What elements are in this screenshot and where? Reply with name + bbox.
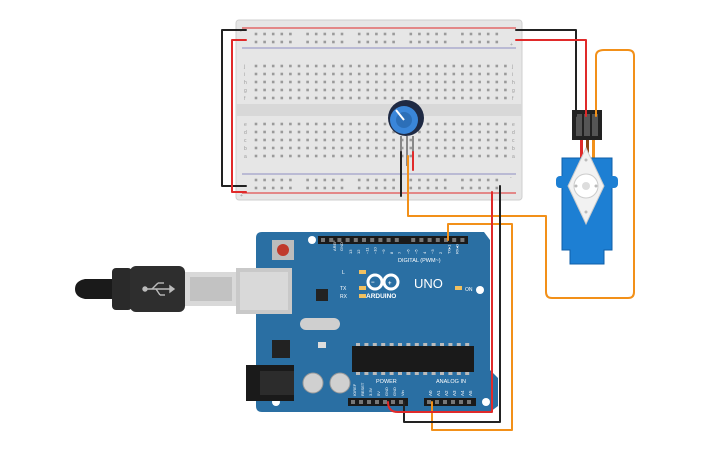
rail-minus-label: - xyxy=(240,29,242,35)
analog-pin-label: A5 xyxy=(468,390,473,396)
analog-pin-label: A3 xyxy=(452,390,457,396)
wires xyxy=(221,29,635,431)
aref-pin-label: AREF xyxy=(332,240,337,251)
analog-pin-label: A2 xyxy=(444,390,449,396)
row-letter: g xyxy=(244,88,247,94)
row-letter: j xyxy=(511,64,513,70)
digital-header-label: DIGITAL (PWM~) xyxy=(398,258,441,264)
rail-plus-label-bottom: + xyxy=(240,193,243,199)
digital-pin-label: 12 xyxy=(356,249,361,254)
logo-minus: − xyxy=(371,280,375,286)
digital-header[interactable] xyxy=(318,236,468,244)
wire-black-rail[interactable] xyxy=(221,29,247,187)
wire-red-rail[interactable] xyxy=(231,39,247,193)
rail-minus-label-bottom: - xyxy=(510,175,512,181)
row-letter: f xyxy=(512,96,514,102)
digital-pin-label: 7 xyxy=(397,251,402,254)
row-letter: c xyxy=(512,138,515,144)
row-letter: b xyxy=(244,146,247,152)
row-letter: j xyxy=(243,64,245,70)
row-letter: b xyxy=(512,146,515,152)
wire-red-servo[interactable] xyxy=(515,39,587,117)
row-letter: a xyxy=(512,154,515,160)
analog-header[interactable] xyxy=(424,398,476,406)
power-pin-label: RESET xyxy=(360,382,365,396)
usb-icon xyxy=(142,282,176,296)
digital-pin-label: ~9 xyxy=(381,249,386,254)
analog-pin-label: A1 xyxy=(436,390,441,396)
wire-orange-servo[interactable] xyxy=(407,49,635,299)
row-letter: a xyxy=(244,154,247,160)
digital-pin-label: ~5 xyxy=(414,249,419,254)
digital-pin-label: RX◂0 xyxy=(455,243,460,254)
row-letter: i xyxy=(244,72,245,78)
model-label: UNO xyxy=(414,276,443,291)
digital-pin-label: 8 xyxy=(389,251,394,254)
power-pin-label: GND xyxy=(392,387,397,396)
analog-pin-label: A4 xyxy=(460,390,465,396)
row-letter: h xyxy=(244,80,247,86)
row-letter: d xyxy=(244,130,247,136)
usb-cable[interactable] xyxy=(75,266,237,312)
digital-pin-label: ~6 xyxy=(405,249,410,254)
wire-orange-digital[interactable] xyxy=(431,223,513,431)
servo-motor[interactable] xyxy=(556,110,618,265)
tx-led-label: TX xyxy=(340,286,347,292)
on-led-label: ON xyxy=(465,287,473,293)
potentiometer[interactable] xyxy=(388,100,424,166)
l-led-label: L xyxy=(342,270,345,276)
digital-pin-label: 2 xyxy=(438,251,443,254)
logo-plus: + xyxy=(388,281,392,287)
row-letter: f xyxy=(244,96,246,102)
analog-pin-label: A0 xyxy=(428,390,433,396)
row-letter: e xyxy=(512,122,515,128)
row-letter: g xyxy=(512,88,515,94)
atmega-chip xyxy=(352,346,474,372)
digital-pin-label: ~3 xyxy=(430,249,435,254)
row-letter: c xyxy=(244,138,247,144)
power-header-label: POWER xyxy=(376,379,397,385)
wire-red-power[interactable] xyxy=(387,191,493,413)
row-letter: d xyxy=(512,130,515,136)
brand-label: ARDUINO xyxy=(366,293,396,300)
power-pin-label: 5V xyxy=(376,391,381,396)
digital-pin-label: ~11 xyxy=(364,247,369,254)
digital-pin-label: 4 xyxy=(422,251,427,254)
infinity-logo-icon xyxy=(366,273,400,291)
rx-led-label: RX xyxy=(340,294,348,300)
wire-black-servo[interactable] xyxy=(515,29,577,117)
analog-header-label: ANALOG IN xyxy=(436,379,466,385)
gnd-pin-label: GND xyxy=(339,242,344,251)
power-pin-label: GND xyxy=(384,387,389,396)
rail-plus-label: + xyxy=(510,42,513,48)
power-pin-label: IOREF xyxy=(352,383,357,396)
digital-pin-label: ~10 xyxy=(373,246,378,254)
row-letter: i xyxy=(512,72,513,78)
power-pin-label: Vin xyxy=(400,390,405,396)
digital-pin-label: 13 xyxy=(348,249,353,254)
digital-pin-label: TX▸1 xyxy=(446,244,451,254)
row-letter: h xyxy=(512,80,515,86)
power-pin-label: 3.3V xyxy=(368,387,373,396)
row-letter: e xyxy=(244,122,247,128)
